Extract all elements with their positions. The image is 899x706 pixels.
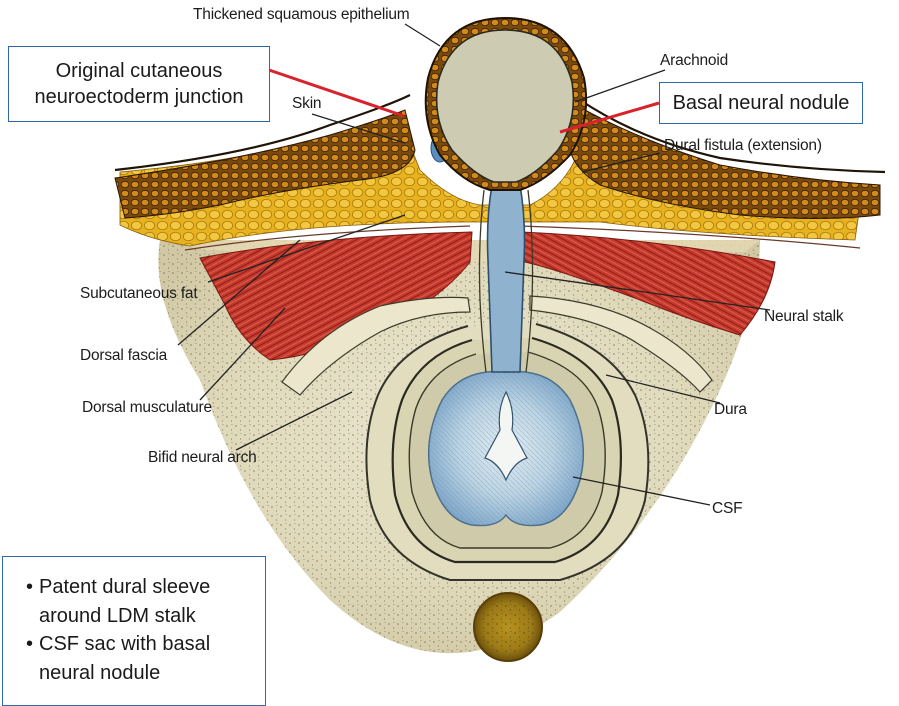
callout-line-original-junction	[268, 68, 405, 118]
label-csf: CSF	[712, 500, 743, 517]
label-dorsal-musculature: Dorsal musculature	[82, 399, 212, 416]
callout-original-junction-line-1: Original cutaneous	[55, 60, 223, 82]
callout-basal-neural-nodule: Basal neural nodule	[659, 82, 863, 124]
label-dura: Dura	[714, 401, 747, 418]
note-item-2-line-2: neural nodule	[39, 661, 161, 684]
dorsal-fascia-line	[184, 225, 861, 251]
dorsal-musculature-right	[521, 231, 776, 336]
spinal-cord	[427, 370, 585, 527]
label-bifid-neural-arch: Bifid neural arch	[148, 449, 257, 466]
ldm-sac-lumen	[435, 29, 575, 183]
note-item-1-line-2: around LDM stalk	[39, 604, 196, 627]
neural-stalk	[486, 184, 526, 373]
label-arachnoid: Arachnoid	[660, 52, 728, 69]
note-item: Patent dural sleeve around LDM stalk	[26, 573, 265, 630]
leader-lines	[177, 23, 771, 506]
bifid-neural-arch-right	[529, 295, 713, 393]
bifid-neural-arch-left	[281, 296, 471, 396]
label-neural-stalk: Neural stalk	[764, 308, 844, 325]
callout-basal-neural-nodule-text: Basal neural nodule	[672, 91, 850, 114]
skin-dermis-layer-right	[569, 109, 881, 219]
callout-original-junction-line-2: neuroectoderm junction	[34, 86, 244, 108]
note-item-1-line-1: Patent dural sleeve	[39, 576, 211, 598]
callout-original-junction: Original cutaneous neuroectoderm junctio…	[8, 46, 270, 122]
callout-line-basal-nodule	[559, 101, 660, 134]
label-thickened-squamous-epithelium: Thickened squamous epithelium	[193, 6, 410, 23]
note-item-2-line-1: CSF sac with basal	[39, 633, 211, 655]
note-item: CSF sac with basal neural nodule	[26, 630, 265, 687]
skin-surface	[114, 94, 886, 174]
summary-notes-box: Patent dural sleeve around LDM stalk CSF…	[2, 556, 266, 706]
label-dural-fistula: Dural fistula (extension)	[664, 137, 822, 154]
skin-dermis-layer	[114, 109, 416, 219]
label-skin: Skin	[292, 95, 322, 112]
label-subcutaneous-fat: Subcutaneous fat	[80, 285, 198, 302]
dural-fistula-sleeve	[478, 189, 534, 373]
label-dorsal-fascia: Dorsal fascia	[80, 347, 167, 364]
